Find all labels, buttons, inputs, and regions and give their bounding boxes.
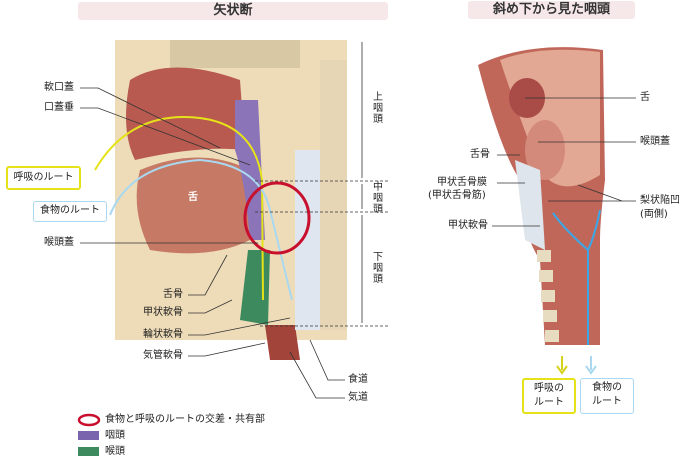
right-label-thyrohyoid-muscle: (甲状舌骨筋) <box>428 190 486 201</box>
food-arrow <box>585 356 597 375</box>
label-tracheal-cartilage: 気管軟骨 <box>143 350 183 361</box>
legend-pharynx-label: 咽頭 <box>105 430 125 441</box>
food-line2: ルート <box>592 396 622 407</box>
right-breathing-route-label: 呼吸のルート <box>522 378 576 414</box>
label-nasopharynx: 上咽頭 <box>373 92 383 125</box>
label-hyoid: 舌骨 <box>163 289 183 300</box>
label-uvula: 口蓋垂 <box>44 102 74 113</box>
label-hypopharynx: 下咽頭 <box>373 252 383 285</box>
label-tongue: 舌 <box>188 192 198 203</box>
label-thyroid-cartilage: 甲状軟骨 <box>143 307 183 318</box>
legend-larynx-swatch <box>78 447 99 456</box>
legend-crossing-mark <box>77 413 101 427</box>
label-soft-palate: 軟口蓋 <box>44 82 74 93</box>
legend-pharynx-swatch <box>78 431 99 440</box>
food-line1: 食物の <box>592 382 622 393</box>
breathing-line1: 呼吸の <box>534 383 564 394</box>
label-cricoid-cartilage: 輪状軟骨 <box>143 329 183 340</box>
right-label-epiglottis: 喉頭蓋 <box>640 136 670 147</box>
label-epiglottis: 喉頭蓋 <box>44 237 74 248</box>
oblique-illustration <box>478 47 636 375</box>
label-airway: 気道 <box>348 392 368 403</box>
right-title: 斜め下から見た咽頭 <box>468 1 635 19</box>
right-food-route-label: 食物のルート <box>580 378 634 414</box>
right-label-both-sides: (両側) <box>640 209 668 220</box>
crossing-circle <box>243 181 311 255</box>
breathing-arrow <box>556 356 568 375</box>
right-label-tongue: 舌 <box>640 92 650 103</box>
left-title: 矢状断 <box>78 2 388 20</box>
right-label-hyoid: 舌骨 <box>470 149 490 160</box>
right-label-thyroid-cartilage: 甲状軟骨 <box>448 220 488 231</box>
right-label-piriform-recess: 梨状陥凹 <box>640 195 680 206</box>
sagittal-illustration <box>80 40 390 399</box>
breathing-line2: ルート <box>534 397 564 408</box>
breathing-route-label: 呼吸のルート <box>6 166 81 190</box>
food-route-label: 食物のルート <box>33 201 107 222</box>
label-oropharynx: 中咽頭 <box>373 182 383 215</box>
legend-crossing-label: 食物と呼吸のルートの交差・共有部 <box>105 414 265 425</box>
legend-larynx-label: 喉頭 <box>105 446 125 457</box>
right-label-thyrohyoid-membrane: 甲状舌骨膜 <box>437 177 487 188</box>
pharynx-region <box>235 100 265 240</box>
label-esophagus: 食道 <box>348 374 368 385</box>
